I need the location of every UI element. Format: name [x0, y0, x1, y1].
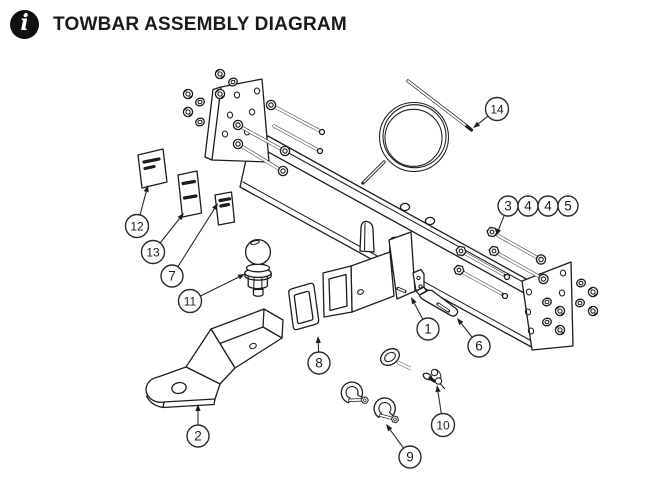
svg-text:3: 3	[504, 199, 512, 214]
shackle-pair	[340, 381, 400, 424]
svg-text:9: 9	[406, 450, 414, 465]
receiver-tube	[322, 251, 395, 318]
label-sticker-a	[137, 148, 168, 189]
left-plate-bolts	[232, 99, 326, 177]
bolt-head-on-bar	[399, 202, 411, 212]
receiver-flange	[388, 231, 416, 300]
svg-text:8: 8	[315, 356, 323, 371]
svg-text:7: 7	[168, 269, 176, 284]
svg-text:13: 13	[146, 245, 160, 259]
svg-text:2: 2	[194, 429, 202, 444]
right-nuts-and-washers	[573, 277, 599, 317]
svg-text:10: 10	[436, 418, 450, 432]
tow-ball	[244, 238, 272, 297]
hitch-pin	[380, 348, 446, 390]
right-end-plate	[521, 261, 574, 351]
right-plate-bolts	[452, 226, 549, 300]
svg-text:11: 11	[184, 294, 197, 308]
callout-9: 9	[398, 445, 422, 469]
callout-11: 11	[177, 288, 203, 314]
callouts: 1 2 3 4 4 5 6 7 8 9 10 11 12 13 14	[124, 96, 579, 469]
receiver-bracket	[359, 220, 416, 300]
socket-bracket	[412, 268, 459, 317]
callout-5: 5	[557, 195, 579, 217]
label-sticker-b	[177, 170, 203, 218]
ball-mount	[145, 308, 284, 409]
svg-text:6: 6	[475, 339, 483, 354]
callout-12: 12	[124, 213, 150, 239]
header: i TOWBAR ASSEMBLY DIAGRAM	[10, 10, 347, 39]
info-icon-glyph: i	[20, 10, 29, 36]
callout-4a: 4	[517, 195, 539, 217]
callout-3: 3	[497, 195, 519, 217]
callout-2: 2	[186, 424, 210, 448]
svg-text:1: 1	[424, 322, 432, 337]
svg-text:4: 4	[524, 199, 532, 214]
callout-7: 7	[160, 264, 184, 288]
svg-text:4: 4	[544, 199, 552, 214]
callout-4b: 4	[537, 195, 559, 217]
breakaway-cable	[361, 79, 474, 185]
r-clip	[430, 368, 446, 390]
bolt-head-on-bar	[424, 216, 436, 226]
callout-10: 10	[430, 412, 456, 438]
callout-13: 13	[140, 239, 166, 265]
shackle	[373, 397, 400, 424]
svg-text:14: 14	[490, 102, 504, 116]
callout-1: 1	[416, 317, 440, 341]
callout-6: 6	[467, 334, 491, 358]
svg-text:5: 5	[564, 199, 572, 214]
page-title: TOWBAR ASSEMBLY DIAGRAM	[53, 13, 347, 35]
shackle	[340, 381, 369, 404]
callout-8: 8	[307, 351, 331, 375]
info-icon: i	[10, 10, 39, 39]
right-plate-holes	[524, 269, 567, 335]
trim-ring	[288, 282, 320, 331]
leader-lines	[139, 115, 505, 449]
svg-text:12: 12	[130, 219, 144, 233]
label-sticker-c	[214, 191, 236, 226]
callout-14: 14	[484, 96, 510, 122]
